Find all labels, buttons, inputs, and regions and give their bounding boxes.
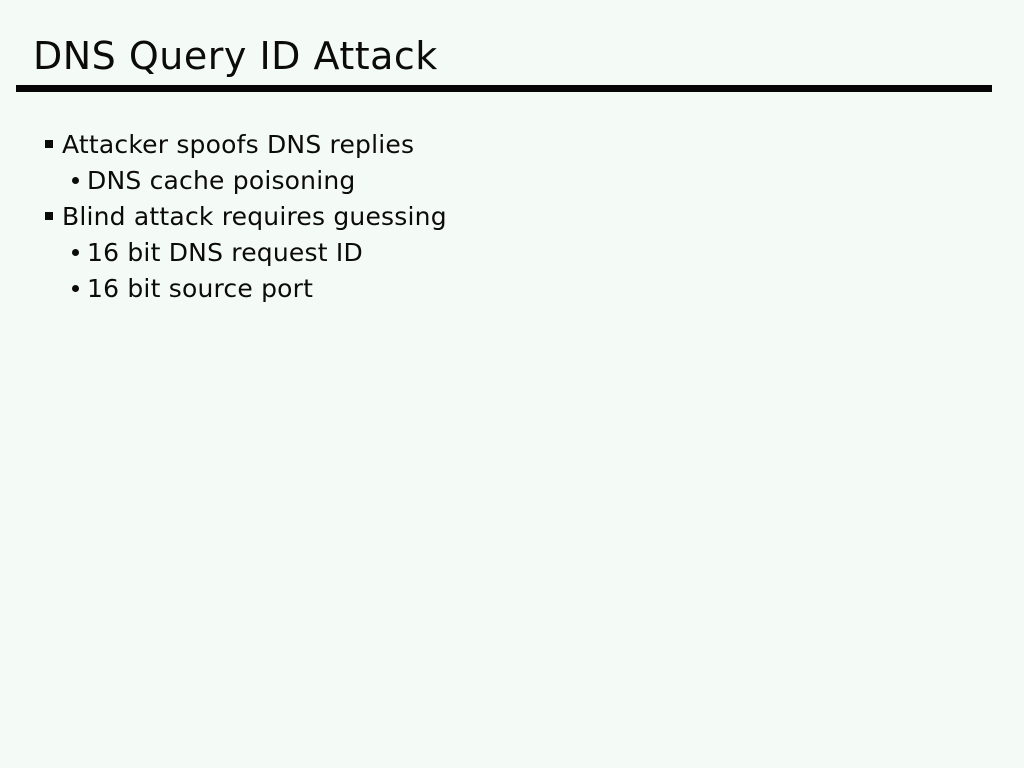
bullet-text: 16 bit DNS request ID (87, 237, 363, 267)
bullet-text: Attacker spoofs DNS replies (62, 129, 415, 159)
bullet-item: Blind attack requires guessing (0, 198, 1000, 234)
bullet-text: Blind attack requires guessing (62, 201, 447, 231)
square-bullet-icon (45, 140, 53, 148)
dot-bullet-icon (72, 284, 79, 292)
bullet-item: 16 bit source port (0, 270, 1000, 306)
slide-title: DNS Query ID Attack (33, 34, 438, 78)
bullet-text: DNS cache poisoning (87, 165, 356, 195)
title-rule-divider (16, 85, 992, 92)
bullet-item: DNS cache poisoning (0, 162, 1000, 198)
square-bullet-icon (45, 212, 53, 220)
bullet-text: 16 bit source port (87, 273, 314, 303)
bullet-item: 16 bit DNS request ID (0, 234, 1000, 270)
bullet-item: Attacker spoofs DNS replies (0, 126, 1000, 162)
dot-bullet-icon (72, 248, 79, 256)
dot-bullet-icon (72, 176, 79, 184)
